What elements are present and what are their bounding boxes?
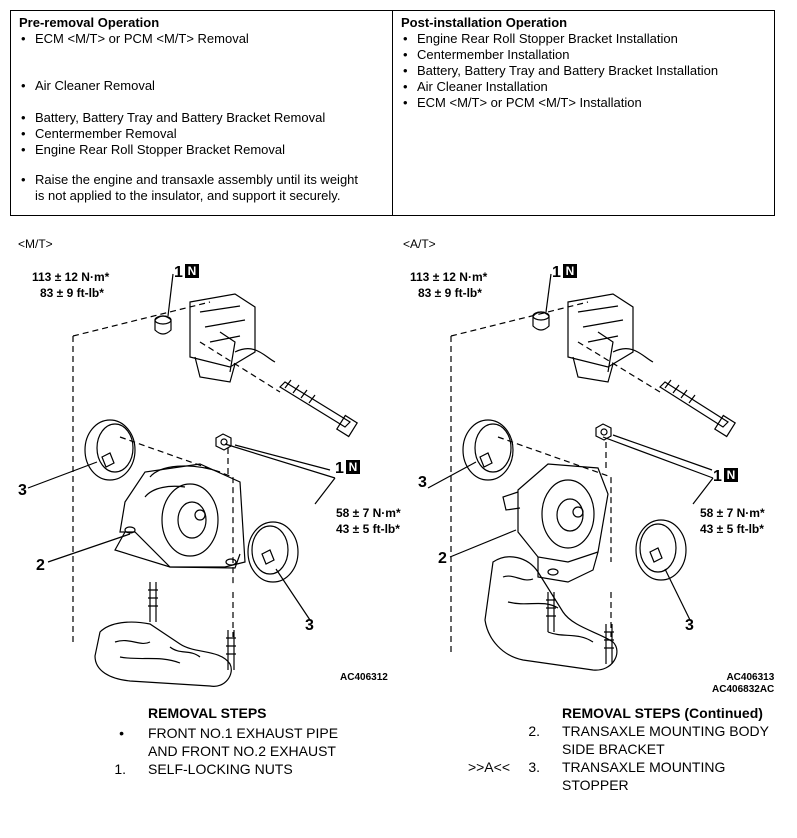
step-text: AND FRONT NO.2 EXHAUST [148, 743, 336, 759]
step-number: 2. [528, 723, 540, 739]
removal-step-row: 1. SELF-LOCKING NUTS [112, 760, 392, 778]
mt-callout-3-left: 3 [18, 482, 27, 499]
post-installation-list: Engine Rear Roll Stopper Bracket Install… [401, 31, 766, 111]
new-part-badge: N [184, 264, 199, 278]
removal-steps-left: REMOVAL STEPS • FRONT NO.1 EXHAUST PIPE … [112, 704, 392, 778]
at-label: <A/T> [403, 237, 436, 251]
at-torque-top-nm: 113 ± 12 N·m* [410, 270, 488, 284]
step-text: SELF-LOCKING NUTS [148, 761, 293, 777]
operations-table: Pre-removal Operation ECM <M/T> or PCM <… [10, 10, 775, 216]
removal-steps-continued-title: REMOVAL STEPS (Continued) [562, 705, 763, 721]
at-torque-right-nm: 58 ± 7 N·m* [700, 506, 765, 520]
removal-step-row: >>A<< 3. TRANSAXLE MOUNTING STOPPER [462, 758, 792, 794]
post-installation-heading: Post-installation Operation [401, 15, 568, 30]
step-bullet: • [119, 725, 124, 741]
pre-removal-item: Air Cleaner Removal [19, 78, 384, 94]
pre-removal-column: Pre-removal Operation ECM <M/T> or PCM <… [11, 11, 393, 215]
pre-removal-item: ECM <M/T> or PCM <M/T> Removal [19, 31, 384, 47]
step-reference: >>A<< [467, 759, 510, 775]
mt-label: <M/T> [18, 237, 53, 251]
mt-torque-top-ftlb: 83 ± 9 ft-lb* [40, 286, 104, 300]
post-installation-item: ECM <M/T> or PCM <M/T> Installation [401, 95, 766, 111]
removal-step-row: • FRONT NO.1 EXHAUST PIPE AND FRONT NO.2… [112, 724, 392, 760]
at-callout-2: 2 [438, 550, 447, 567]
at-exploded-illustration [427, 273, 737, 671]
at-torque-top-ftlb: 83 ± 9 ft-lb* [418, 286, 482, 300]
at-figure-code: AC406313 AC406832AC [698, 672, 774, 696]
post-installation-item: Air Cleaner Installation [401, 79, 766, 95]
pre-removal-heading: Pre-removal Operation [19, 15, 160, 30]
post-installation-item: Battery, Battery Tray and Battery Bracke… [401, 63, 766, 79]
step-number: 3. [528, 759, 540, 775]
step-text: STOPPER [562, 777, 629, 793]
post-installation-item: Centermember Installation [401, 47, 766, 63]
step-text: TRANSAXLE MOUNTING BODY [562, 723, 769, 739]
pre-removal-item: Raise the engine and transaxle assembly … [19, 172, 365, 204]
mt-callout-3-right: 3 [305, 617, 314, 634]
mt-callout-2: 2 [36, 557, 45, 574]
at-figure-code-1: AC406313 [726, 672, 775, 683]
new-part-badge: N [345, 460, 360, 474]
mt-torque-right-ftlb: 43 ± 5 ft-lb* [336, 522, 400, 536]
mt-exploded-illustration [27, 273, 359, 687]
at-callout-3-right: 3 [685, 617, 694, 634]
mt-torque-top-nm: 113 ± 12 N·m* [32, 270, 110, 284]
mt-torque-right-nm: 58 ± 7 N·m* [336, 506, 401, 520]
at-figure-code-2: AC406832AC [712, 684, 775, 695]
pre-removal-item: Centermember Removal [19, 126, 384, 142]
mt-figure-code: AC406312 [340, 672, 388, 683]
removal-steps-right: REMOVAL STEPS (Continued) 2. TRANSAXLE M… [462, 704, 792, 794]
step-text: TRANSAXLE MOUNTING [562, 759, 726, 775]
step-text: FRONT NO.1 EXHAUST PIPE [148, 725, 339, 741]
at-torque-right-ftlb: 43 ± 5 ft-lb* [700, 522, 764, 536]
new-part-badge: N [562, 264, 577, 278]
removal-steps-title: REMOVAL STEPS [148, 705, 267, 721]
new-part-badge: N [723, 468, 738, 482]
post-installation-column: Post-installation Operation Engine Rear … [393, 11, 774, 215]
pre-removal-list: ECM <M/T> or PCM <M/T> Removal Air Clean… [19, 31, 384, 204]
pre-removal-item: Battery, Battery Tray and Battery Bracke… [19, 110, 384, 126]
step-text: SIDE BRACKET [562, 741, 665, 757]
removal-step-row: 2. TRANSAXLE MOUNTING BODY SIDE BRACKET [462, 722, 792, 758]
pre-removal-item: Engine Rear Roll Stopper Bracket Removal [19, 142, 384, 158]
step-number: 1. [114, 761, 126, 777]
post-installation-item: Engine Rear Roll Stopper Bracket Install… [401, 31, 766, 47]
at-callout-3-left: 3 [418, 474, 427, 491]
